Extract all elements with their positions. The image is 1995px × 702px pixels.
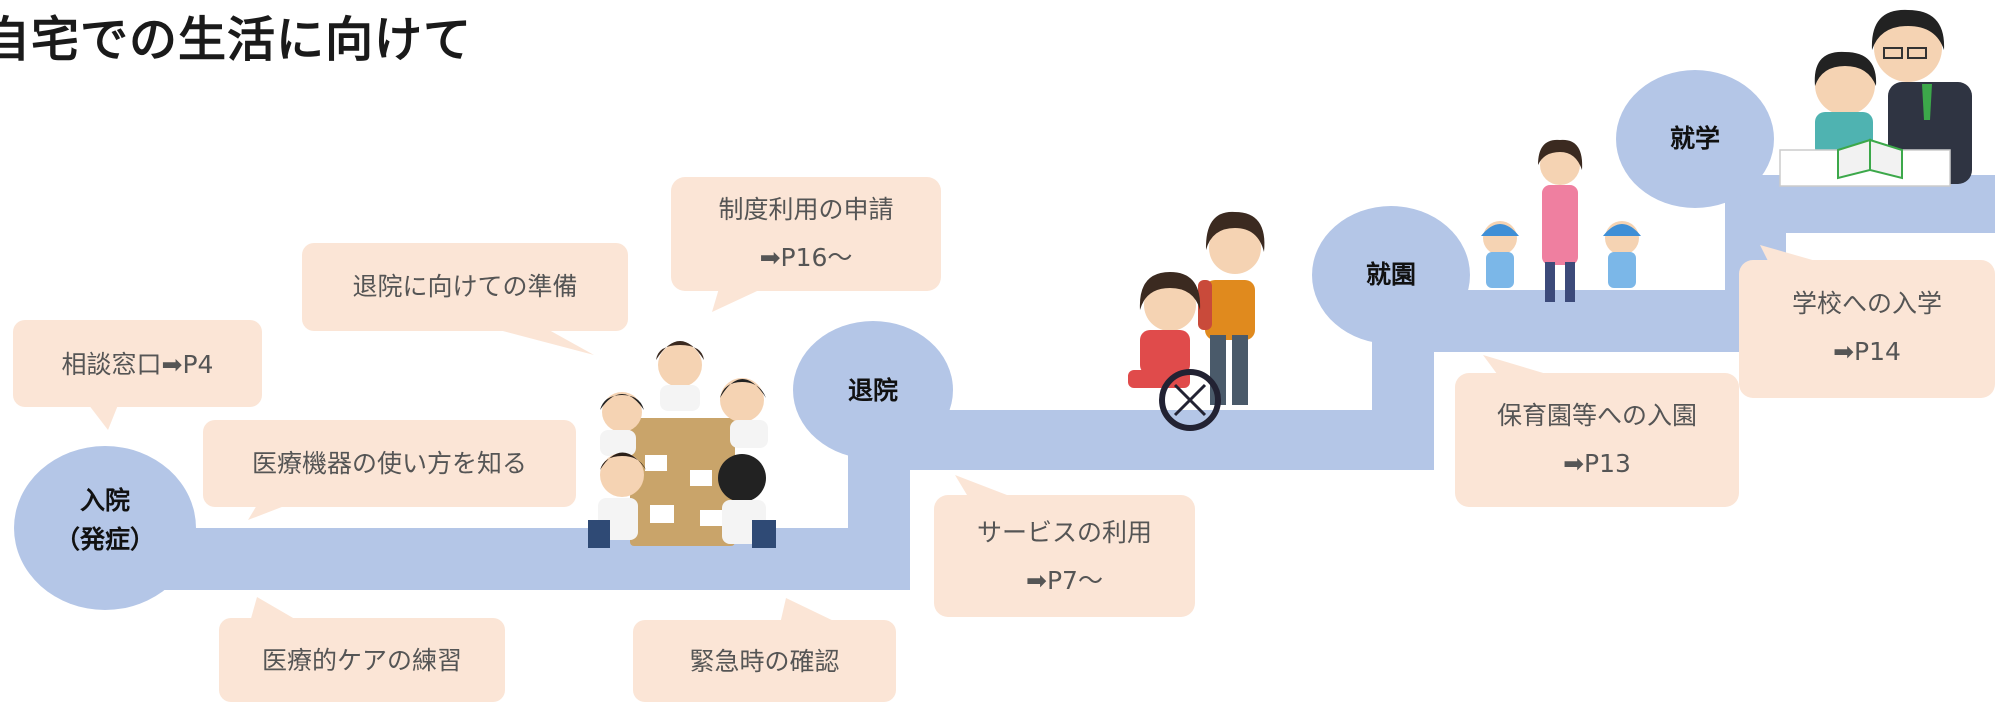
meeting-illustration (588, 341, 776, 548)
stage-label-admission: 入院 （発症） (44, 482, 166, 560)
stage-circle-discharge (793, 321, 953, 459)
bubble-text-school-line1: 学校への入学 (1791, 289, 1942, 318)
bubble-school (1739, 245, 1995, 398)
bubble-discharge-prep (302, 243, 628, 355)
nursery-illustration (1481, 139, 1641, 302)
bubble-text-school: 学校への入学 ➡P14 (1739, 280, 1995, 375)
stage-label-discharge: 退院 (847, 376, 898, 405)
school-illustration (1779, 9, 1972, 187)
stage-label-nursery: 就園 (1365, 260, 1416, 289)
stage-circle-school (1616, 70, 1774, 208)
stage-circle-nursery (1312, 206, 1470, 344)
bubble-text-equipment: 医療機器の使い方を知る (251, 449, 527, 478)
bubble-text-service-line1: サービスの利用 (976, 518, 1152, 547)
bubble-nursery (1455, 355, 1739, 507)
bubble-text-system-line1: 制度利用の申請 (718, 195, 894, 224)
bubble-text-service: サービスの利用 ➡P7～ (934, 509, 1195, 604)
bubble-text-system: 制度利用の申請 ➡P16～ (671, 186, 941, 281)
stage-label-school: 就学 (1669, 124, 1720, 153)
stage-label-admission-line2: （発症） (54, 524, 155, 554)
stage-circle-admission (14, 446, 196, 610)
bubble-text-care-practice: 医療的ケアの練習 (261, 646, 462, 675)
bubble-text-nursery: 保育園等への入園 ➡P13 (1455, 392, 1739, 487)
bubble-text-emergency: 緊急時の確認 (689, 647, 840, 676)
wheelchair-illustration (1128, 211, 1265, 431)
page-title: 自宅での生活に向けて (0, 12, 473, 68)
bubble-equipment (203, 420, 576, 520)
bubble-text-nursery-line2: ➡P13 (1563, 448, 1631, 478)
bubble-text-school-line2: ➡P14 (1833, 336, 1901, 366)
bubble-text-system-line2: ➡P16～ (759, 242, 853, 272)
bubble-text-nursery-line1: 保育園等への入園 (1496, 401, 1697, 430)
bubble-emergency (633, 598, 896, 702)
bubble-text-service-line2: ➡P7～ (1026, 565, 1103, 595)
bubble-text-discharge-prep: 退院に向けての準備 (352, 272, 578, 301)
timeline-staircase-path (105, 175, 1995, 590)
bubble-service (934, 475, 1195, 617)
bubble-text-consult: 相談窓口➡P4 (61, 350, 214, 379)
stage-label-admission-line1: 入院 (79, 486, 130, 515)
bubble-care-practice (219, 597, 505, 702)
bubble-consult (13, 320, 262, 430)
bubble-system (671, 177, 941, 312)
